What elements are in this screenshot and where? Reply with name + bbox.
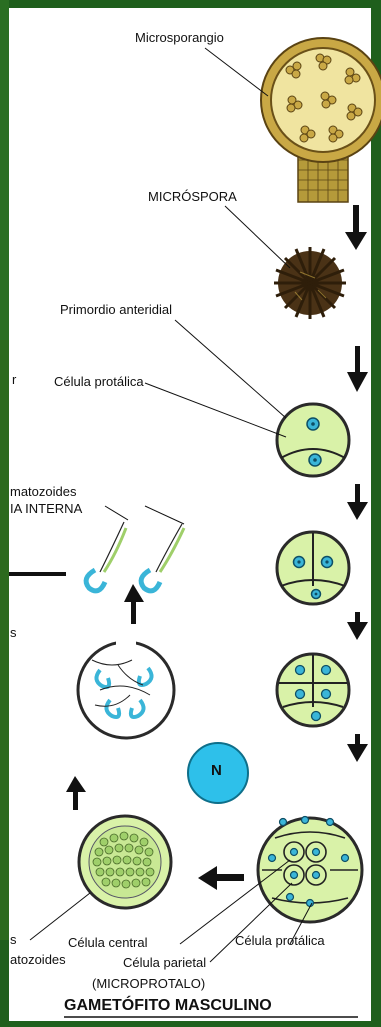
n-badge-label: N — [211, 762, 222, 779]
label-left-s: s — [10, 625, 17, 640]
page-title: GAMETÓFITO MASCULINO — [64, 997, 272, 1014]
label-microsporangio: Microsporangio — [135, 30, 224, 45]
microsporangium — [260, 37, 381, 203]
arrow-down-4 — [347, 612, 368, 640]
arrow-down-1 — [345, 205, 367, 250]
label-microspora: MICRÓSPORA — [148, 189, 237, 204]
arrow-down-5 — [347, 734, 368, 762]
label-microprotalo: (MICROPROTALO) — [92, 976, 206, 991]
cell-stage-2 — [275, 530, 351, 606]
label-celula-protalica-bottom: Célula protálica — [235, 933, 325, 948]
arrow-down-3 — [347, 484, 368, 520]
leader-lines — [29, 47, 313, 963]
label-primordio-anteridial: Primordio anteridial — [60, 302, 172, 317]
label-capa-interna-partial: IA INTERNA — [10, 501, 83, 516]
label-anterozoides-partial: matozoides — [10, 484, 77, 499]
label-celula-protalica-top: Célula protálica — [54, 374, 144, 389]
free-spermatozoids — [83, 521, 186, 594]
arrow-up-1 — [66, 776, 86, 810]
n-badge — [187, 742, 249, 804]
microspore — [274, 247, 346, 319]
label-left-r: r — [12, 372, 17, 387]
arrow-left — [198, 866, 244, 890]
cell-stage-3 — [275, 652, 351, 728]
label-celula-parietal: Célula parietal — [123, 955, 207, 970]
arrow-down-2 — [347, 346, 368, 392]
label-bottom-left-atozoides: atozoides — [10, 952, 66, 967]
label-bottom-left-s: s — [10, 932, 17, 947]
cell-stage-1 — [275, 402, 351, 478]
label-celula-central: Célula central — [68, 935, 148, 950]
arrow-up-2 — [124, 584, 144, 624]
left-bar — [9, 572, 66, 576]
cell-stage-4 — [256, 815, 364, 924]
antheridium-open — [76, 640, 176, 740]
antheridium-full — [77, 814, 173, 910]
